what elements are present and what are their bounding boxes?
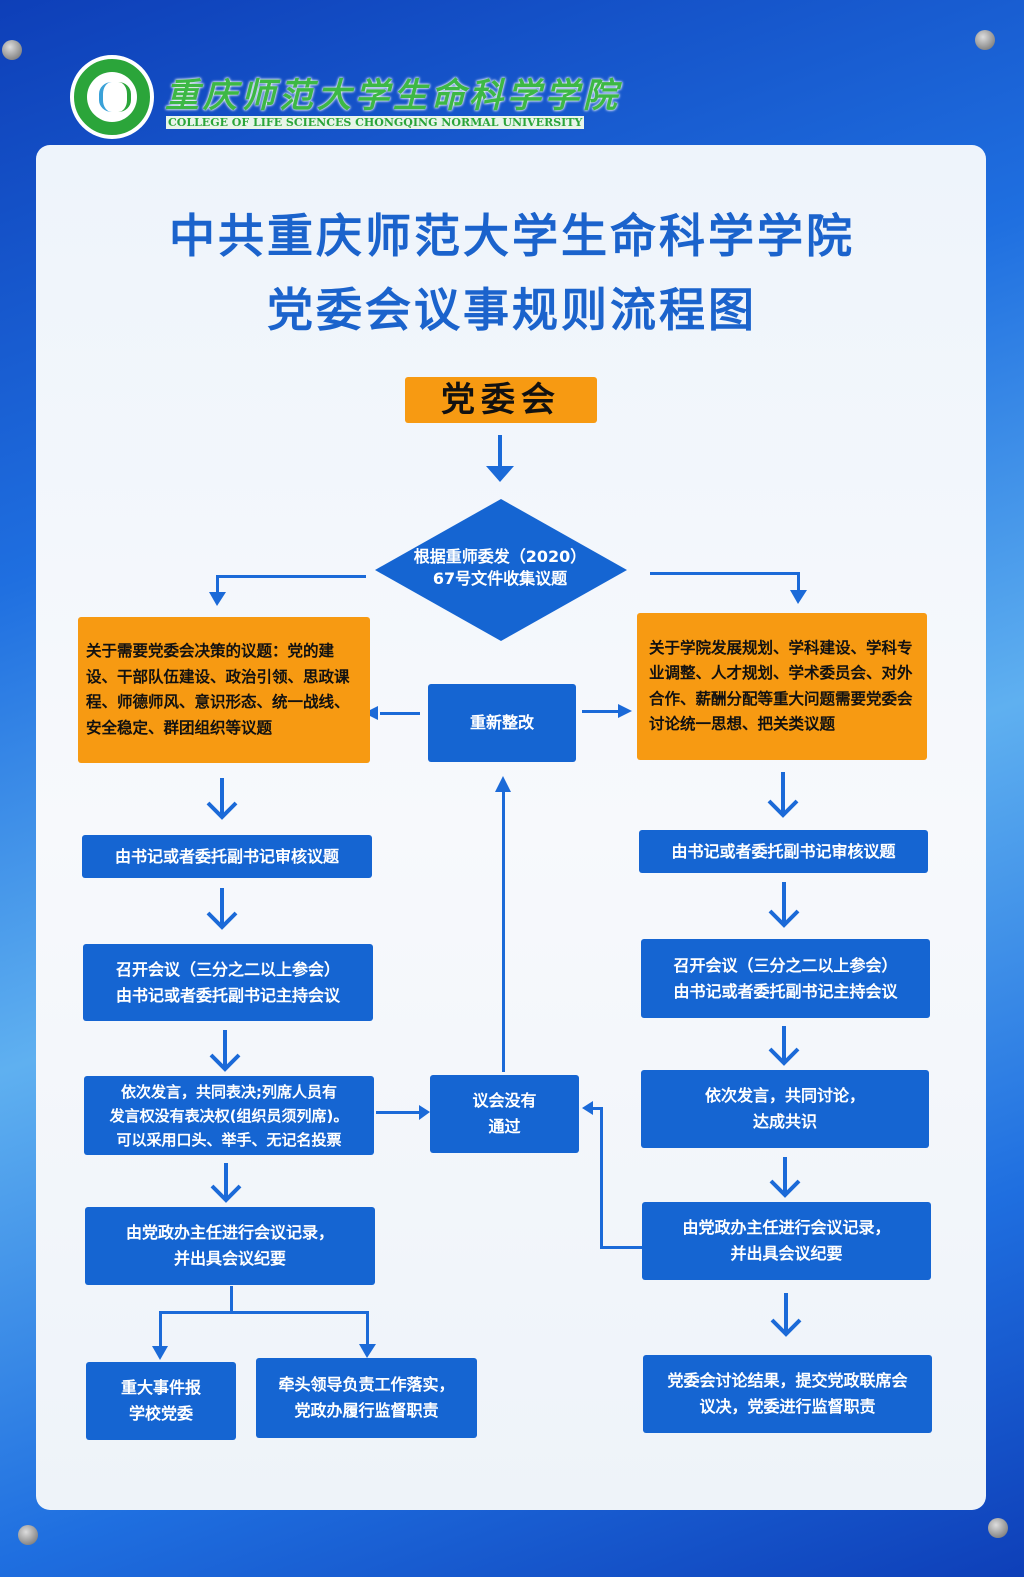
- node-left-record: 由党政办主任进行会议记录， 并出具会议纪要: [85, 1207, 375, 1285]
- node-left-review: 由书记或者委托副书记审核议题: [82, 835, 372, 878]
- node-left-topics: 关于需要党委会决策的议题：党的建设、干部队伍建设、政治引领、思政课程、师德师风、…: [78, 617, 370, 763]
- node-right-review: 由书记或者委托副书记审核议题: [639, 830, 928, 873]
- connector: [230, 1286, 233, 1312]
- connector: [216, 575, 219, 595]
- title-line-1: 中共重庆师范大学生命科学学院: [169, 209, 855, 263]
- school-name-cn: 重庆师范大学生命科学学院: [165, 76, 621, 116]
- title-line-2: 党委会议事规则流程图: [267, 283, 757, 337]
- node-right-record: 由党政办主任进行会议记录， 并出具会议纪要: [642, 1202, 931, 1280]
- connector: [582, 710, 620, 713]
- node-right-discuss: 依次发言，共同讨论， 达成共识: [641, 1070, 929, 1148]
- connector: [159, 1311, 369, 1314]
- node-right-meeting: 召开会议（三分之二以上参会） 由书记或者委托副书记主持会议: [641, 939, 930, 1018]
- connector: [380, 712, 420, 715]
- node-rectify: 重新整改: [428, 684, 576, 762]
- screw: [2, 40, 22, 60]
- connector: [366, 1311, 369, 1347]
- connector: [600, 1246, 642, 1249]
- college-logo: [70, 55, 154, 139]
- node-report-university: 重大事件报 学校党委: [86, 1362, 236, 1440]
- node-implement: 牵头领导负责工作落实， 党政办履行监督职责: [256, 1358, 477, 1438]
- node-left-vote: 依次发言，共同表决;列席人员有 发言权没有表决权(组织员须列席)。 可以采用口头…: [84, 1076, 374, 1155]
- node-not-passed: 议会没有 通过: [430, 1075, 579, 1153]
- connector: [797, 572, 800, 594]
- school-name-en: COLLEGE OF LIFE SCIENCES CHONGQING NORMA…: [166, 116, 585, 129]
- connector: [600, 1107, 603, 1249]
- decision-diamond: [375, 499, 627, 641]
- connector: [159, 1311, 162, 1349]
- connector: [502, 790, 505, 1072]
- node-right-result: 党委会讨论结果，提交党政联席会 议决，党委进行监督职责: [643, 1355, 932, 1433]
- connector: [376, 1111, 421, 1114]
- connector: [590, 1107, 602, 1110]
- node-party-committee: 党委会: [405, 377, 597, 423]
- screw: [988, 1518, 1008, 1538]
- connector: [498, 435, 502, 470]
- node-left-meeting: 召开会议（三分之二以上参会） 由书记或者委托副书记主持会议: [83, 944, 373, 1021]
- connector: [650, 572, 800, 575]
- node-right-topics: 关于学院发展规划、学科建设、学科专业调整、人才规划、学术委员会、对外合作、薪酬分…: [637, 613, 927, 760]
- screw: [975, 30, 995, 50]
- screw: [18, 1525, 38, 1545]
- connector: [216, 575, 366, 578]
- node-collect-topics: 根据重师委发（2020） 67号文件收集议题: [413, 547, 587, 588]
